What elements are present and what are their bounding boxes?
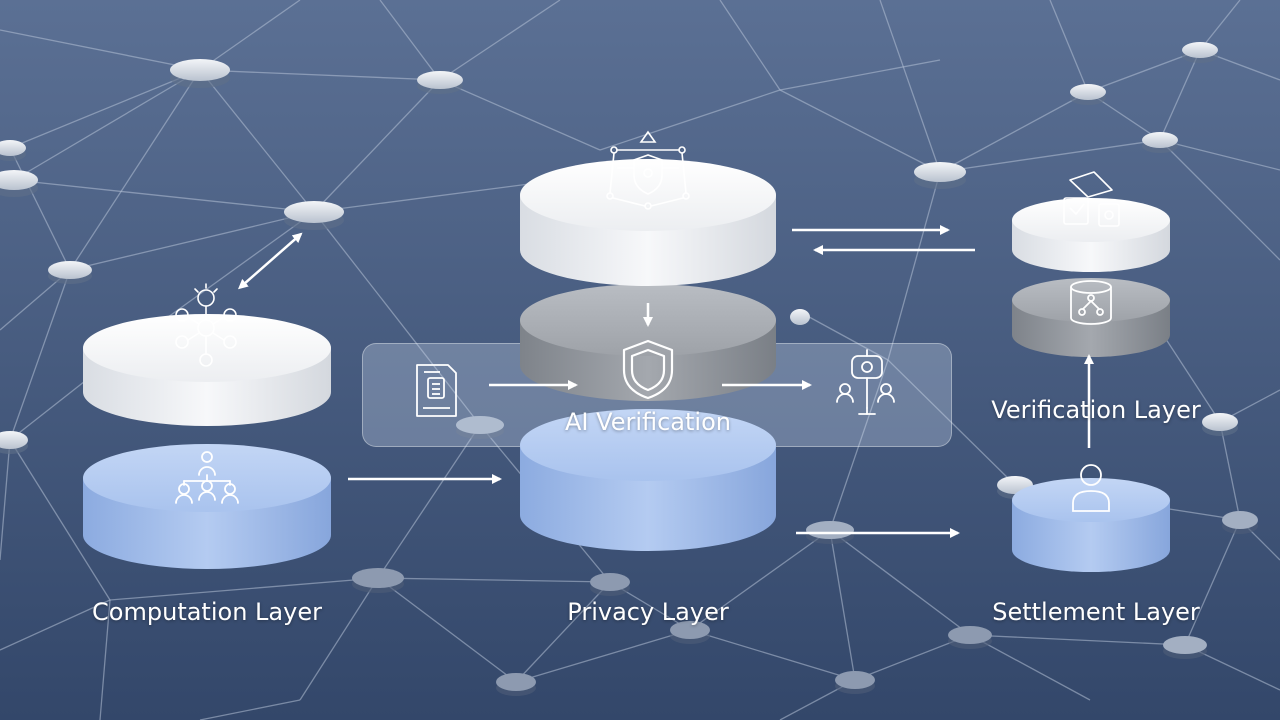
network-node xyxy=(417,71,463,94)
network-node xyxy=(914,162,966,189)
network-node xyxy=(170,59,230,88)
network-node xyxy=(1202,413,1238,436)
settlement-blue-disk xyxy=(1012,478,1170,572)
people-network-icon xyxy=(836,349,895,415)
network-node xyxy=(48,261,92,284)
network-node xyxy=(1142,132,1178,153)
network-node xyxy=(284,201,344,230)
network-node xyxy=(1182,42,1218,63)
shield-network-icon xyxy=(606,130,690,210)
privacy-blue-disk xyxy=(520,409,776,551)
database-network-icon xyxy=(1070,280,1112,325)
network-node xyxy=(670,621,710,644)
privacy-white-disk xyxy=(520,159,776,286)
settlement-layer-stack xyxy=(1012,198,1170,572)
people-hierarchy-icon xyxy=(175,451,239,504)
privacy-layer-stack xyxy=(520,159,776,551)
network-node xyxy=(1070,84,1106,105)
wallet-check-icon xyxy=(1063,171,1120,227)
network-node xyxy=(496,673,536,696)
network-node xyxy=(1163,636,1207,659)
settlement-layer-label: Settlement Layer xyxy=(992,598,1200,626)
network-node xyxy=(790,309,810,325)
document-icon xyxy=(416,364,457,417)
network-node xyxy=(0,431,28,454)
computation-white-disk xyxy=(83,314,331,426)
bidirectional-arrow xyxy=(237,232,303,290)
verification-layer-label: Verification Layer xyxy=(991,396,1201,424)
network-node xyxy=(835,671,875,694)
verification-grey-disk xyxy=(1012,278,1170,357)
network-nodes xyxy=(0,42,1258,696)
ai-brain-network-icon xyxy=(175,283,237,367)
ai-verification-label: AI Verification xyxy=(565,408,731,436)
network-node xyxy=(1222,511,1258,534)
privacy-layer-label: Privacy Layer xyxy=(567,598,729,626)
network-node xyxy=(0,170,38,197)
network-node xyxy=(456,416,504,439)
computation-blue-disk xyxy=(83,444,331,569)
network-node xyxy=(590,573,630,596)
privacy-grey-disk xyxy=(520,284,776,401)
computation-layer-label: Computation Layer xyxy=(92,598,322,626)
computation-layer-stack xyxy=(83,314,331,569)
network-node xyxy=(352,568,404,593)
flow-arrows xyxy=(237,225,1094,538)
verification-white-disk xyxy=(1012,198,1170,272)
user-icon xyxy=(1072,464,1110,512)
network-node xyxy=(948,626,992,649)
shield-icon xyxy=(622,339,674,400)
network-node xyxy=(0,140,26,161)
